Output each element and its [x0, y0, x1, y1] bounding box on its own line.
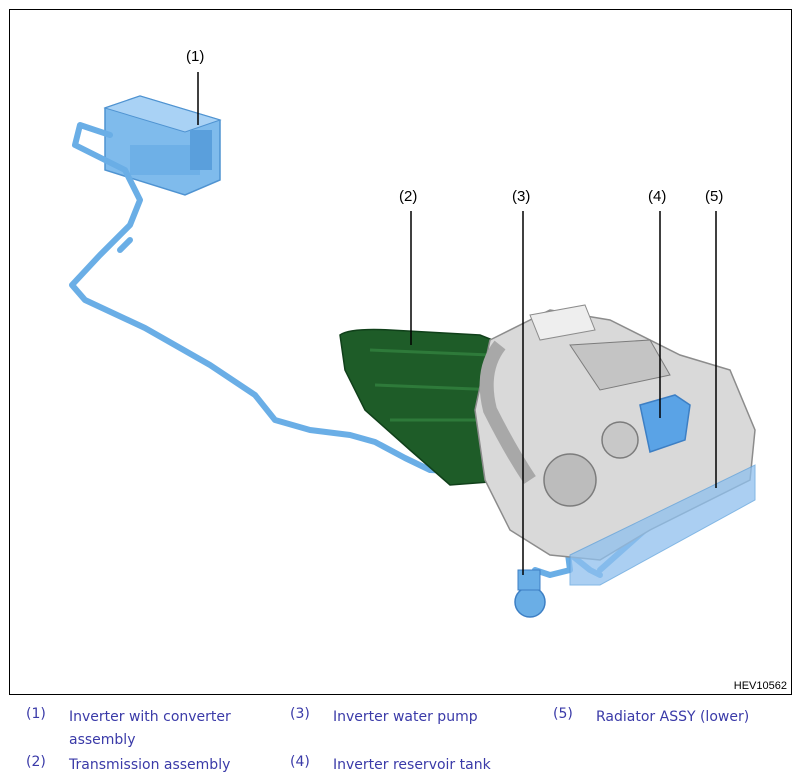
legend-label: Inverter water pump: [333, 709, 478, 725]
cooling-system-illustration: [69, 72, 756, 618]
legend-number: (2): [26, 754, 46, 770]
legend-number: (4): [290, 754, 310, 770]
legend-number: (3): [290, 706, 310, 722]
diagram-frame: (1) (2) (3) (4) (5) HEV10562: [9, 9, 792, 695]
inverter-assembly: [103, 95, 222, 196]
legend-label: Radiator ASSY (lower): [596, 709, 750, 725]
leader-lines: [197, 72, 717, 575]
callout-5: (5): [705, 188, 724, 205]
radiator-lower: [569, 464, 756, 586]
legend-label: Transmission assembly: [69, 757, 231, 773]
legend-number: (5): [553, 706, 573, 722]
legend-label: Inverter reservoir tank: [333, 757, 491, 773]
callout-2: (2): [399, 188, 418, 205]
legend-label: Inverter with converter assembly: [69, 709, 231, 748]
figure-id: HEV10562: [733, 680, 787, 692]
reservoir-tank: [639, 394, 691, 453]
legend: (1) Inverter with converter assembly (2)…: [0, 700, 803, 780]
engine-block: [474, 304, 756, 561]
callout-4: (4): [648, 188, 667, 205]
legend-number: (1): [26, 706, 46, 722]
callout-1: (1): [186, 48, 205, 65]
inverter-water-pump: [514, 569, 546, 618]
callout-3: (3): [512, 188, 531, 205]
